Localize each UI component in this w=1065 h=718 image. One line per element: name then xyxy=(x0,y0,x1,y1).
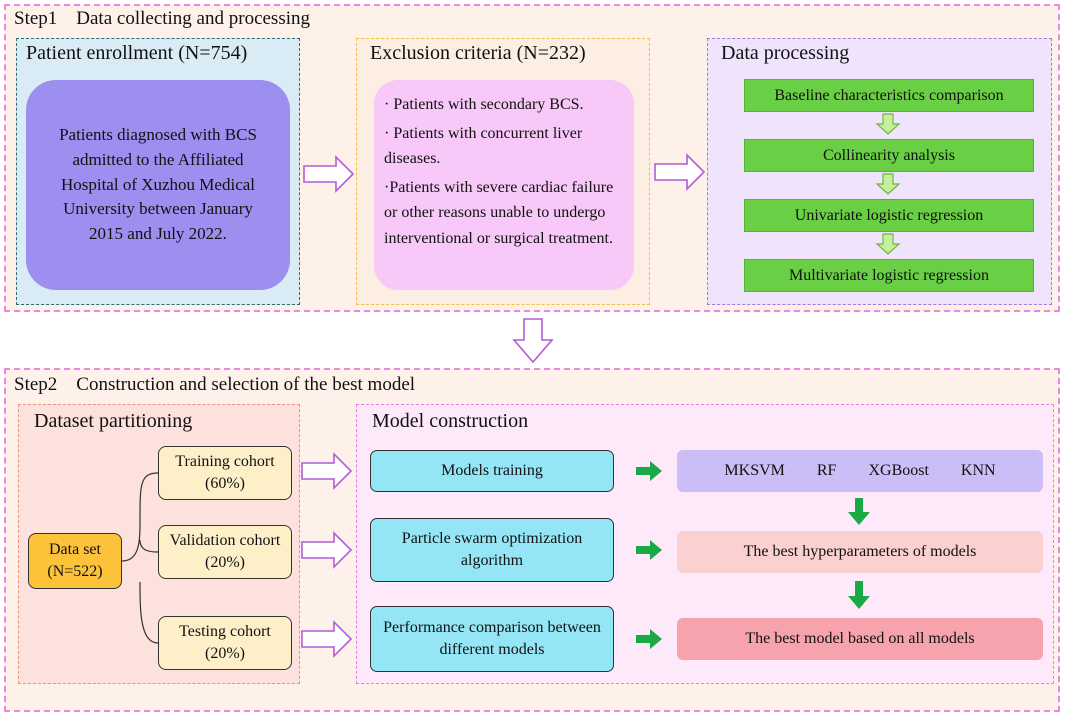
arrow-down-icon xyxy=(512,318,554,364)
hyperparameters-box: The best hyperparameters of models xyxy=(677,531,1043,573)
testing-cohort-label: Testing cohort (20%) xyxy=(179,623,271,662)
arrow-right-icon xyxy=(301,452,353,490)
arrow-right-icon xyxy=(636,629,662,649)
performance-box: Performance comparison between different… xyxy=(370,606,614,672)
processing-step: Baseline characteristics comparison xyxy=(744,79,1034,112)
partitioning-title: Dataset partitioning xyxy=(34,410,193,432)
bracket-connector xyxy=(121,472,159,644)
pso-box: Particle swarm optimization algorithm xyxy=(370,518,614,582)
model-xgboost: XGBoost xyxy=(868,462,929,479)
performance-label: Performance comparison between different… xyxy=(383,619,601,658)
exclusion-title: Exclusion criteria (N=232) xyxy=(370,42,586,64)
best-model-label: The best model based on all models xyxy=(745,630,975,648)
arrow-down-icon xyxy=(875,113,901,135)
processing-step: Collinearity analysis xyxy=(744,139,1034,172)
model-knn: KNN xyxy=(960,462,996,479)
models-training-box: Models training xyxy=(370,450,614,492)
enrollment-box: Patients diagnosed with BCS admitted to … xyxy=(26,80,290,290)
exclusion-item: ·Patients with severe cardiac failure or… xyxy=(384,178,614,247)
models-training-label: Models training xyxy=(441,462,543,480)
arrow-right-icon xyxy=(301,620,353,658)
testing-cohort: Testing cohort (20%) xyxy=(158,616,292,670)
arrow-right-icon xyxy=(636,540,662,560)
pso-label: Particle swarm optimization algorithm xyxy=(401,530,583,569)
models-box: MKSVM RF XGBoost KNN xyxy=(677,450,1043,492)
validation-cohort-label: Validation cohort (20%) xyxy=(169,532,281,571)
validation-cohort: Validation cohort (20%) xyxy=(158,525,292,579)
dataset-box: Data set (N=522) xyxy=(28,533,122,589)
enrollment-text: Patients diagnosed with BCS admitted to … xyxy=(59,125,257,243)
model-rf: RF xyxy=(816,462,837,479)
arrow-down-icon xyxy=(848,498,870,525)
arrow-down-icon xyxy=(875,233,901,255)
processing-step: Univariate logistic regression xyxy=(744,199,1034,232)
exclusion-item: · Patients with secondary BCS. xyxy=(384,96,584,113)
training-cohort: Training cohort (60%) xyxy=(158,446,292,500)
processing-step: Multivariate logistic regression xyxy=(744,259,1034,292)
arrow-down-icon xyxy=(875,173,901,195)
dataset-label: Data set (N=522) xyxy=(47,541,103,580)
arrow-right-icon xyxy=(301,531,353,569)
enrollment-title: Patient enrollment (N=754) xyxy=(26,42,248,64)
exclusion-item: · Patients with concurrent liver disease… xyxy=(384,124,583,168)
arrow-right-icon xyxy=(636,461,662,481)
model-mksvm: MKSVM xyxy=(724,462,785,479)
arrow-down-icon xyxy=(848,581,870,609)
training-cohort-label: Training cohort (60%) xyxy=(175,453,275,492)
processing-title: Data processing xyxy=(721,42,850,64)
arrow-right-icon xyxy=(303,155,355,193)
step1-title: Step1 Data collecting and processing xyxy=(14,8,311,29)
exclusion-box: · Patients with secondary BCS. · Patient… xyxy=(374,80,634,290)
arrow-right-icon xyxy=(654,153,706,191)
best-model-box: The best model based on all models xyxy=(677,618,1043,660)
step2-title: Step2 Construction and selection of the … xyxy=(14,374,416,395)
model-title: Model construction xyxy=(372,410,529,432)
hyperparameters-label: The best hyperparameters of models xyxy=(743,543,977,561)
